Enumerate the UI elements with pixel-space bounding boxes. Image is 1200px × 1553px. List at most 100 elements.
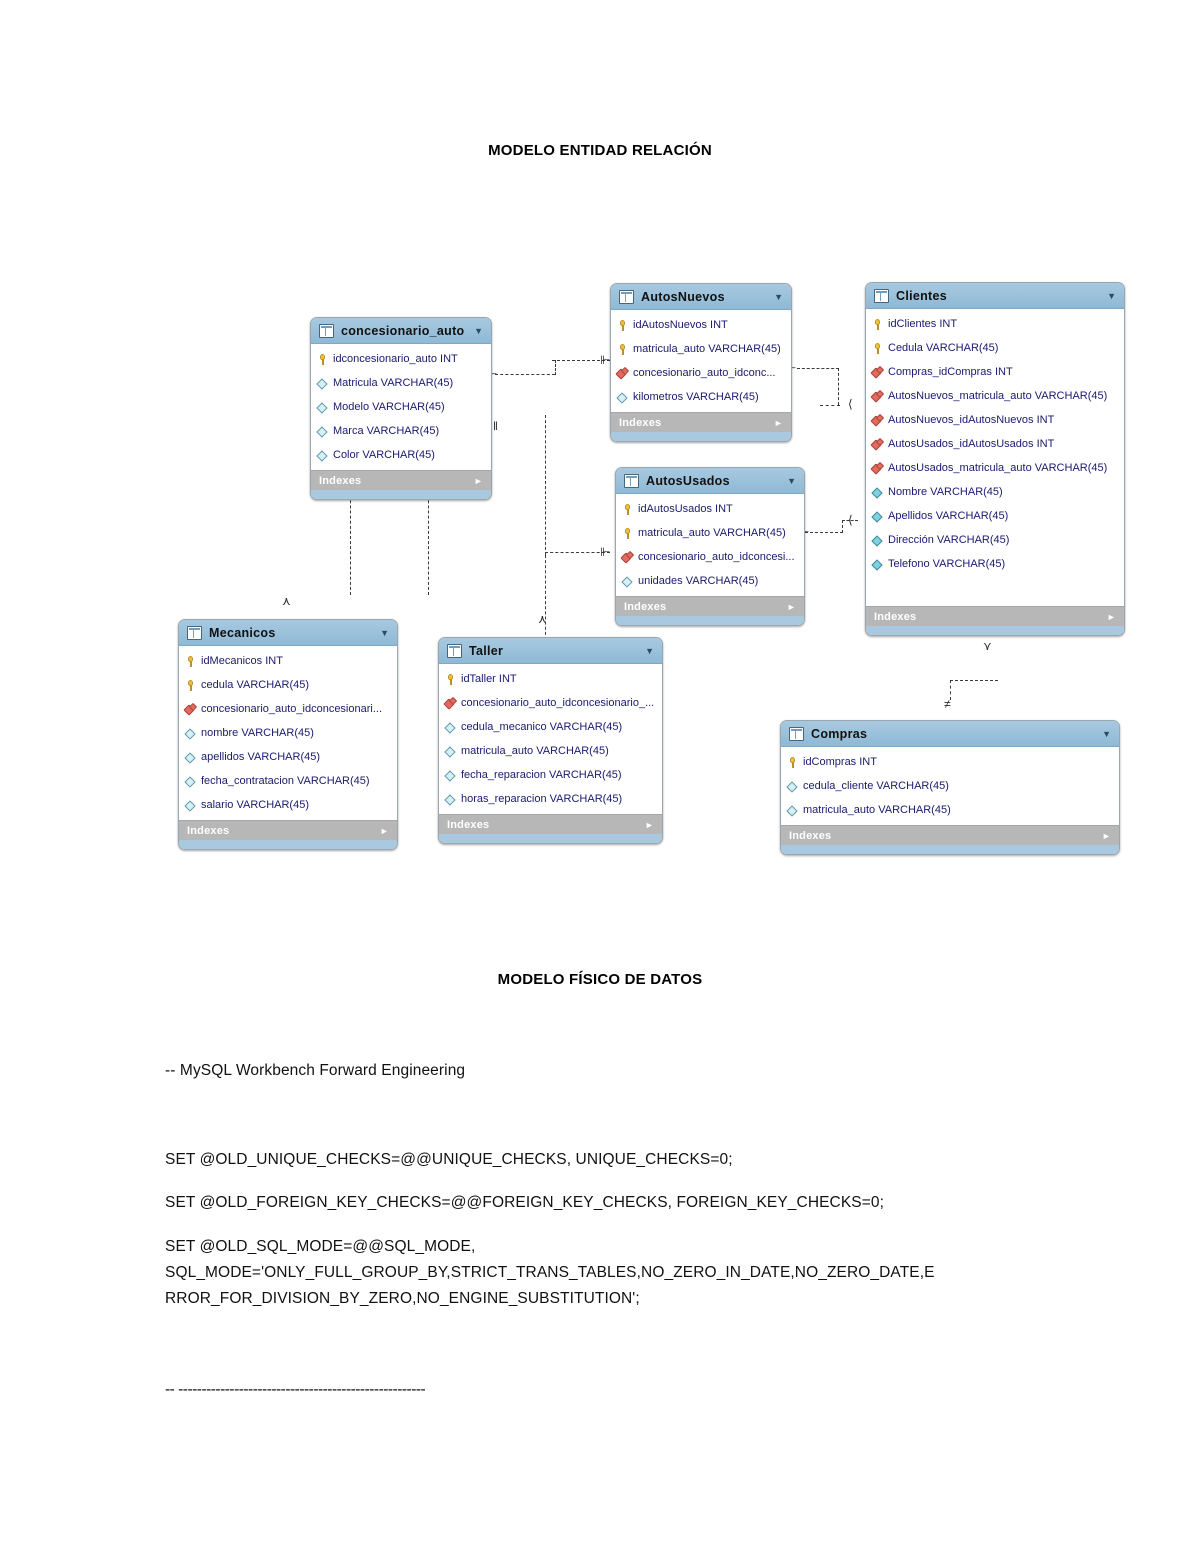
- table-field[interactable]: apellidos VARCHAR(45): [179, 745, 397, 769]
- table-concesionario-auto[interactable]: concesionario_auto ▼ idconcesionario_aut…: [310, 317, 492, 500]
- table-field[interactable]: cedula VARCHAR(45): [179, 673, 397, 697]
- table-header[interactable]: AutosNuevos ▼: [611, 284, 791, 310]
- sql-line-sqlmode-3: RROR_FOR_DIVISION_BY_ZERO,NO_ENGINE_SUBS…: [165, 1290, 640, 1307]
- table-field[interactable]: idClientes INT: [866, 312, 1124, 336]
- table-icon: [619, 289, 634, 304]
- crowfoot-symbol: ⊩: [600, 353, 611, 367]
- table-field[interactable]: fecha_reparacion VARCHAR(45): [439, 763, 662, 787]
- key-icon: [622, 527, 633, 539]
- table-field[interactable]: matricula_auto VARCHAR(45): [611, 337, 791, 361]
- table-field[interactable]: Nombre VARCHAR(45): [866, 480, 1124, 504]
- column-icon: [872, 559, 883, 570]
- expand-arrow-icon[interactable]: ►: [1101, 830, 1111, 841]
- table-field[interactable]: idCompras INT: [781, 750, 1119, 774]
- chevron-down-icon[interactable]: ▼: [380, 627, 389, 638]
- field-label: fecha_contratacion VARCHAR(45): [201, 775, 370, 787]
- table-field[interactable]: Marca VARCHAR(45): [311, 419, 491, 443]
- table-field[interactable]: concesionario_auto_idconcesionari...: [179, 697, 397, 721]
- table-field[interactable]: AutosNuevos_idAutosNuevos INT: [866, 408, 1124, 432]
- column-icon: [317, 402, 328, 413]
- field-label: Marca VARCHAR(45): [333, 425, 440, 437]
- chevron-down-icon[interactable]: ▼: [645, 645, 654, 656]
- table-field[interactable]: Dirección VARCHAR(45): [866, 528, 1124, 552]
- indexes-section[interactable]: Indexes►: [781, 825, 1119, 845]
- table-field[interactable]: nombre VARCHAR(45): [179, 721, 397, 745]
- table-field[interactable]: concesionario_auto_idconcesionario_...: [439, 691, 662, 715]
- indexes-section[interactable]: Indexes►: [439, 814, 662, 834]
- table-header[interactable]: Taller ▼: [439, 638, 662, 664]
- field-label: idconcesionario_auto INT: [333, 353, 458, 365]
- table-autosusados[interactable]: AutosUsados ▼ idAutosUsados INT matricul…: [615, 467, 805, 626]
- table-field[interactable]: idAutosUsados INT: [616, 497, 804, 521]
- table-field[interactable]: idconcesionario_auto INT: [311, 347, 491, 371]
- expand-arrow-icon[interactable]: ►: [773, 417, 783, 428]
- table-field[interactable]: AutosUsados_idAutosUsados INT: [866, 432, 1124, 456]
- table-field[interactable]: cedula_mecanico VARCHAR(45): [439, 715, 662, 739]
- indexes-section[interactable]: Indexes►: [616, 596, 804, 616]
- expand-arrow-icon[interactable]: ►: [786, 601, 796, 612]
- table-field[interactable]: Color VARCHAR(45): [311, 443, 491, 467]
- table-header[interactable]: concesionario_auto ▼: [311, 318, 491, 344]
- relation-line: [545, 415, 546, 555]
- table-field[interactable]: Compras_idCompras INT: [866, 360, 1124, 384]
- field-label: unidades VARCHAR(45): [638, 575, 759, 587]
- expand-arrow-icon[interactable]: ►: [644, 819, 654, 830]
- indexes-section[interactable]: Indexes►: [311, 470, 491, 490]
- indexes-section[interactable]: Indexes►: [179, 820, 397, 840]
- expand-arrow-icon[interactable]: ►: [379, 825, 389, 836]
- chevron-down-icon[interactable]: ▼: [1102, 728, 1111, 739]
- table-header[interactable]: Compras ▼: [781, 721, 1119, 747]
- expand-arrow-icon[interactable]: ►: [1106, 611, 1116, 622]
- column-icon: [317, 450, 328, 461]
- table-field[interactable]: horas_reparacion VARCHAR(45): [439, 787, 662, 811]
- table-field[interactable]: AutosUsados_matricula_auto VARCHAR(45): [866, 456, 1124, 480]
- key-icon: [617, 319, 628, 331]
- table-field[interactable]: Modelo VARCHAR(45): [311, 395, 491, 419]
- table-field[interactable]: Telefono VARCHAR(45): [866, 552, 1124, 576]
- table-taller[interactable]: Taller ▼ idTaller INT concesionario_auto…: [438, 637, 663, 844]
- table-field[interactable]: Cedula VARCHAR(45): [866, 336, 1124, 360]
- table-field[interactable]: salario VARCHAR(45): [179, 793, 397, 817]
- chevron-down-icon[interactable]: ▼: [1107, 290, 1116, 301]
- table-field[interactable]: Matricula VARCHAR(45): [311, 371, 491, 395]
- table-field[interactable]: idTaller INT: [439, 667, 662, 691]
- table-header[interactable]: AutosUsados ▼: [616, 468, 804, 494]
- table-header[interactable]: Mecanicos ▼: [179, 620, 397, 646]
- relation-line: [820, 405, 840, 406]
- chevron-down-icon[interactable]: ▼: [787, 475, 796, 486]
- table-field[interactable]: concesionario_auto_idconcesi...: [616, 545, 804, 569]
- expand-arrow-icon[interactable]: ►: [473, 475, 483, 486]
- table-field[interactable]: Apellidos VARCHAR(45): [866, 504, 1124, 528]
- foreign-key-icon: [622, 552, 633, 563]
- table-field[interactable]: matricula_auto VARCHAR(45): [781, 798, 1119, 822]
- table-field[interactable]: matricula_auto VARCHAR(45): [616, 521, 804, 545]
- field-label: cedula VARCHAR(45): [201, 679, 310, 691]
- sql-line-sqlmode-2: SQL_MODE='ONLY_FULL_GROUP_BY,STRICT_TRAN…: [165, 1264, 935, 1281]
- table-field[interactable]: matricula_auto VARCHAR(45): [439, 739, 662, 763]
- chevron-down-icon[interactable]: ▼: [474, 325, 483, 336]
- table-field[interactable]: unidades VARCHAR(45): [616, 569, 804, 593]
- table-field[interactable]: concesionario_auto_idconc...: [611, 361, 791, 385]
- table-autosnuevos[interactable]: AutosNuevos ▼ idAutosNuevos INT matricul…: [610, 283, 792, 442]
- table-field[interactable]: idAutosNuevos INT: [611, 313, 791, 337]
- key-icon: [445, 673, 456, 685]
- table-field[interactable]: idMecanicos INT: [179, 649, 397, 673]
- table-mecanicos[interactable]: Mecanicos ▼ idMecanicos INT cedula VARCH…: [178, 619, 398, 850]
- table-field[interactable]: fecha_contratacion VARCHAR(45): [179, 769, 397, 793]
- column-icon: [445, 722, 456, 733]
- field-label: concesionario_auto_idconcesionario_...: [461, 697, 655, 709]
- table-title: Taller: [469, 643, 504, 658]
- table-compras[interactable]: Compras ▼ idCompras INT cedula_cliente V…: [780, 720, 1120, 855]
- table-field[interactable]: cedula_cliente VARCHAR(45): [781, 774, 1119, 798]
- chevron-down-icon[interactable]: ▼: [774, 291, 783, 302]
- table-clientes[interactable]: Clientes ▼ idClientes INT Cedula VARCHAR…: [865, 282, 1125, 636]
- table-field[interactable]: AutosNuevos_matricula_auto VARCHAR(45): [866, 384, 1124, 408]
- table-header[interactable]: Clientes ▼: [866, 283, 1124, 309]
- field-label: AutosNuevos_idAutosNuevos INT: [888, 414, 1055, 426]
- indexes-section[interactable]: Indexes►: [611, 412, 791, 432]
- field-label: AutosUsados_matricula_auto VARCHAR(45): [888, 462, 1108, 474]
- table-field[interactable]: kilometros VARCHAR(45): [611, 385, 791, 409]
- table-icon: [187, 625, 202, 640]
- indexes-section[interactable]: Indexes►: [866, 606, 1124, 626]
